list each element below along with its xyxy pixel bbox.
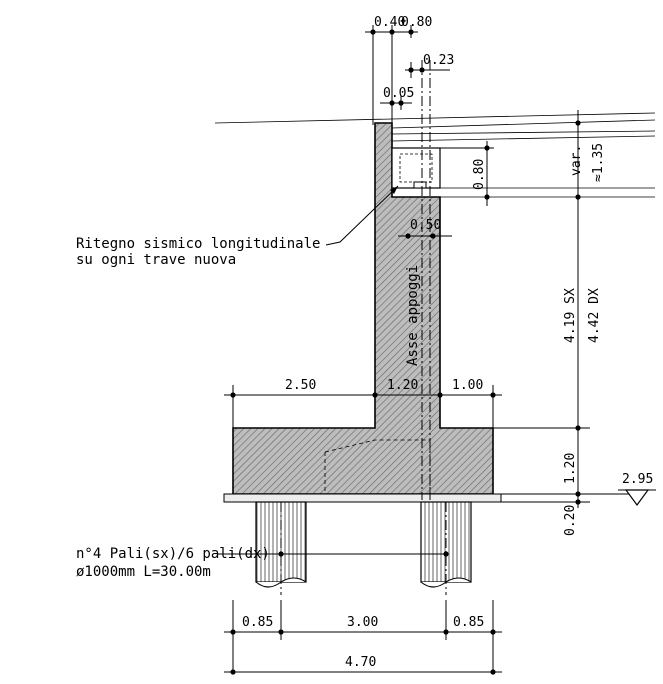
dim-3-00: 3.00 [347,615,378,630]
top-dimension-lines [365,25,452,239]
dim-1-20-cap: 1.20 [387,378,418,393]
dim-2-50: 2.50 [285,378,316,393]
pali-label-line1: n°4 Pali(sx)/6 pali(dx) [76,546,270,562]
dim-0-40: 0.40 [374,15,405,30]
cap-dimension-lines [224,385,502,428]
elevation-value: 2.95 [622,472,653,487]
asse-appoggi-label: Asse appoggi [405,265,421,366]
dim-0-05: 0.05 [383,86,414,101]
dim-1-00: 1.00 [452,378,483,393]
cap-hidden-lines [324,439,431,494]
elevation-marker [618,489,656,507]
dim-0-20: 0.20 [563,505,578,536]
ritegno-leader [325,185,399,246]
dim-0-23: 0.23 [423,53,454,68]
dim-1-20-right: 1.20 [563,453,578,484]
ritegno-label-line2: su ogni trave nuova [76,252,236,268]
dim-1-35: ≈1.35 [591,143,606,182]
ritegno-label-line1: Ritegno sismico longitudinale [76,236,320,252]
dim-0-80: 0.80 [472,159,487,190]
right-dimension-lines [440,110,645,508]
dim-0-80-top: 0.80 [401,15,432,30]
dim-0-85-right: 0.85 [453,615,484,630]
dim-4-19-sx: 4.19 SX [563,288,578,343]
piles [255,501,472,595]
dim-var: var. [569,145,584,176]
bearing-detail [391,147,441,189]
dim-0-85-left: 0.85 [242,615,273,630]
bottom-dimension-lines [224,600,502,675]
dim-4-70: 4.70 [345,655,376,670]
pali-label-line2: ø1000mm L=30.00m [76,564,211,580]
lean-concrete-slab [223,493,502,503]
abutment-body [232,122,494,495]
dim-0-50: 0.50 [410,218,441,233]
pali-leader [218,551,449,557]
dim-4-42-dx: 4.42 DX [587,288,602,343]
